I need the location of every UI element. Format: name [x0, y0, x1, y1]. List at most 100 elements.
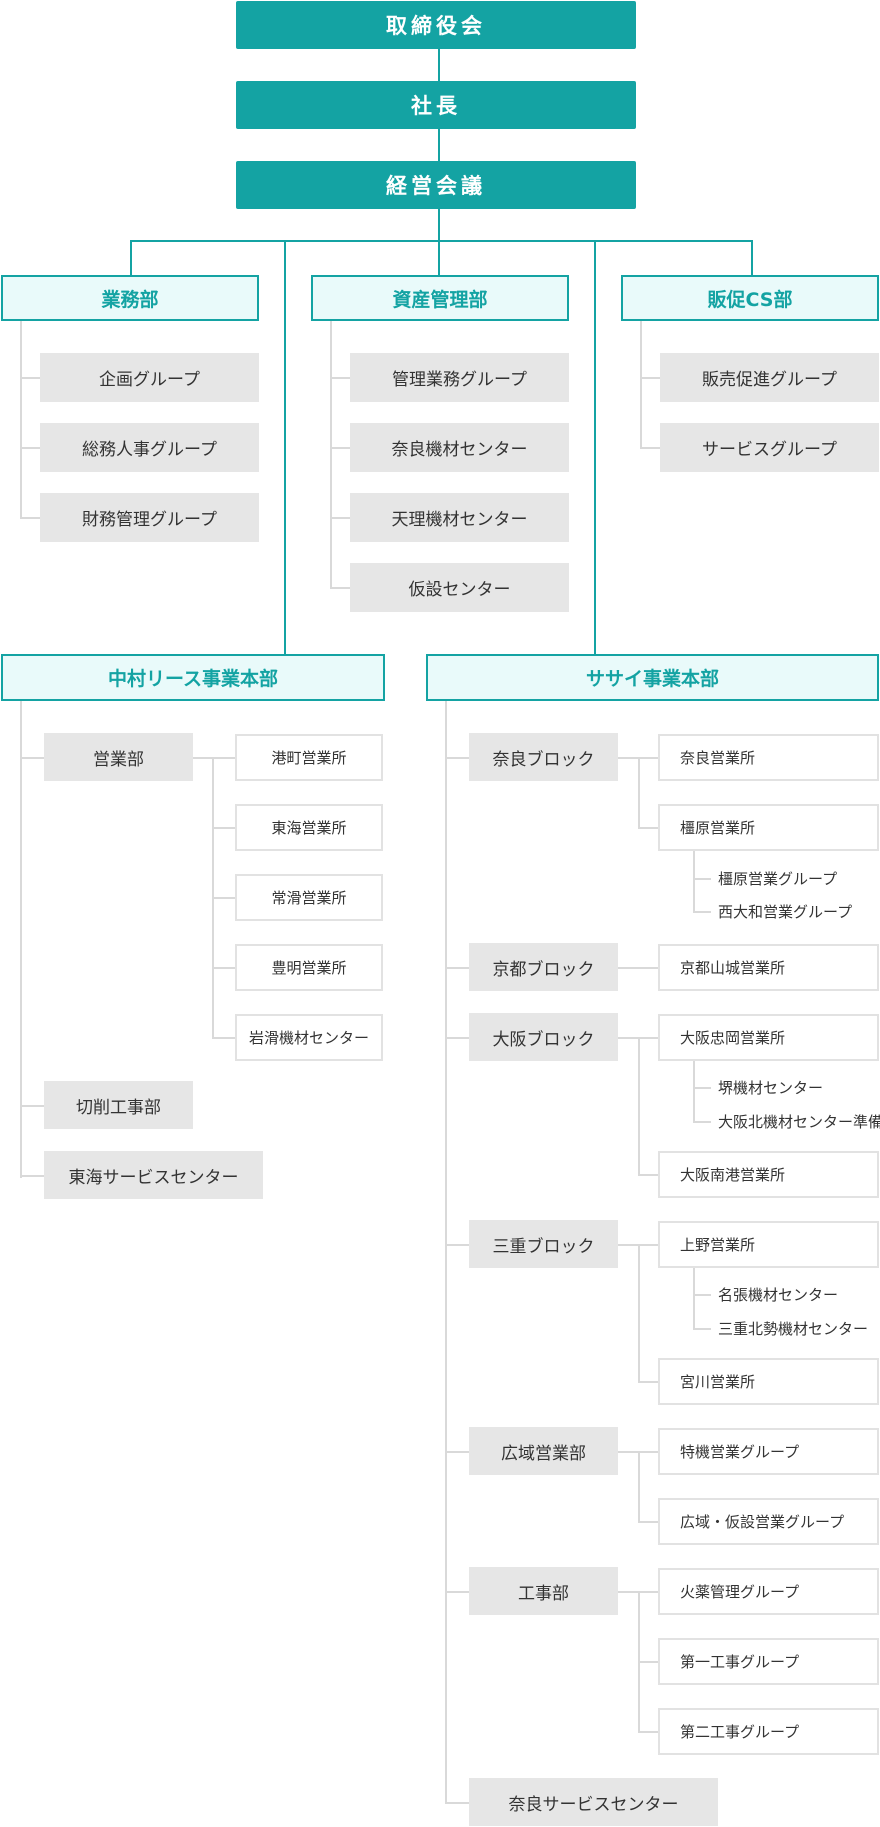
office-box: 豊明営業所: [235, 944, 383, 991]
office-box: 常滑営業所: [235, 874, 383, 921]
connector-gyomu-trunk: [20, 321, 22, 518]
connector-eigyo-branch: [212, 757, 235, 759]
connector-gyomu: [130, 240, 132, 275]
nara-service-box: 奈良サービスセンター: [469, 1778, 718, 1826]
division-nakamura: 中村リース事業本部: [1, 654, 385, 701]
sub-office-label: 三重北勢機材センター: [718, 1320, 869, 1338]
connector-osaka-trunk: [638, 1037, 640, 1175]
sub-office-label: 西大和営業グループ: [718, 903, 853, 921]
connector-shisan-branch: [330, 377, 350, 379]
koiki-box: 広域営業部: [469, 1427, 618, 1475]
connector-sasai-branch: [445, 1802, 469, 1804]
eigyo-box: 営業部: [44, 733, 193, 781]
office-box: 橿原営業所: [658, 804, 879, 851]
connector-ueno-trunk: [693, 1268, 695, 1329]
connector-sasai: [594, 240, 596, 654]
connector-shisan-branch: [330, 447, 350, 449]
connector-sasai-branch: [445, 1037, 469, 1039]
dept-shisan: 資産管理部: [311, 275, 569, 321]
connector-hansoku: [751, 240, 753, 275]
connector-eigyo-branch: [212, 1037, 235, 1039]
group-item: 総務人事グループ: [40, 423, 259, 472]
connector-eigyo-out: [193, 757, 213, 759]
connector-ueno-sub: [693, 1294, 711, 1296]
president-box: 社長: [236, 81, 636, 129]
tokai-service-box: 東海サービスセンター: [44, 1151, 263, 1199]
connector-mie-trunk: [638, 1244, 640, 1382]
connector-hansoku-branch: [640, 447, 660, 449]
connector-osaka-branch: [638, 1174, 658, 1176]
office-box: 奈良営業所: [658, 734, 879, 781]
connector-nara-branch: [638, 827, 658, 829]
block-box: 三重ブロック: [469, 1220, 618, 1268]
office-box: 第二工事グループ: [658, 1708, 879, 1755]
office-box: 第一工事グループ: [658, 1638, 879, 1685]
connector-tadaoka-sub: [693, 1121, 711, 1123]
connector-gyomu-branch: [20, 447, 40, 449]
connector-tadaoka-sub: [693, 1087, 711, 1089]
group-item: 天理機材センター: [350, 493, 569, 542]
connector-koiki-branch: [638, 1521, 658, 1523]
connector-tadaoka-trunk: [693, 1061, 695, 1122]
group-item: 奈良機材センター: [350, 423, 569, 472]
connector-eigyo-branch: [212, 827, 235, 829]
sub-office-label: 堺機材センター: [718, 1079, 824, 1097]
connector-koiki-trunk: [638, 1451, 640, 1522]
office-box: 岩滑機材センター: [235, 1014, 383, 1061]
connector-sasai-branch: [445, 757, 469, 759]
connector-board-president: [438, 49, 440, 81]
connector-ueno-sub: [693, 1328, 711, 1330]
connector-nara-trunk: [638, 757, 640, 828]
koji-box: 工事部: [469, 1567, 618, 1615]
connector-sasai-branch: [445, 1244, 469, 1246]
connector-mie-branch: [638, 1381, 658, 1383]
office-box: 火薬管理グループ: [658, 1568, 879, 1615]
group-item: 財務管理グループ: [40, 493, 259, 542]
office-box: 広域・仮設営業グループ: [658, 1498, 879, 1545]
connector-eigyo-branch: [212, 897, 235, 899]
connector-koji-branch: [638, 1661, 658, 1663]
connector-nakamura-branch: [20, 757, 44, 759]
office-box: 上野営業所: [658, 1221, 879, 1268]
connector-koji-branch: [638, 1731, 658, 1733]
office-box: 宮川営業所: [658, 1358, 879, 1405]
block-box: 京都ブロック: [469, 943, 618, 991]
connector-nakamura: [284, 240, 286, 654]
connector-sasai-branch: [445, 1591, 469, 1593]
connector-sasai-trunk: [445, 701, 447, 1803]
connector-shisan-branch: [330, 587, 350, 589]
office-box: 東海営業所: [235, 804, 383, 851]
connector-hansoku-branch: [640, 377, 660, 379]
connector-kyoto-out: [618, 967, 658, 969]
sub-office-label: 橿原営業グループ: [718, 870, 838, 888]
connector-shisan-trunk: [330, 321, 332, 588]
connector-shisan-branch: [330, 517, 350, 519]
connector-kashihara-sub: [693, 878, 711, 880]
office-box: 大阪忠岡営業所: [658, 1014, 879, 1061]
group-item: サービスグループ: [660, 423, 879, 472]
sub-office-label: 名張機材センター: [718, 1286, 839, 1304]
group-item: 仮設センター: [350, 563, 569, 612]
division-sasai: ササイ事業本部: [426, 654, 879, 701]
setsusaku-box: 切削工事部: [44, 1081, 193, 1129]
connector-president-council: [438, 129, 440, 161]
connector-sasai-branch: [445, 967, 469, 969]
connector-eigyo-branch: [212, 967, 235, 969]
dept-hansoku: 販促CS部: [621, 275, 879, 321]
connector-sasai-branch: [445, 1451, 469, 1453]
connector-hansoku-trunk: [640, 321, 642, 448]
block-box: 大阪ブロック: [469, 1013, 618, 1061]
office-box: 港町営業所: [235, 734, 383, 781]
connector-nakamura-branch: [20, 1175, 44, 1177]
group-item: 管理業務グループ: [350, 353, 569, 402]
sub-office-label: 大阪北機材センター準備室: [718, 1113, 880, 1131]
block-box: 奈良ブロック: [469, 733, 618, 781]
connector-dept-bar: [130, 240, 753, 242]
group-item: 企画グループ: [40, 353, 259, 402]
connector-kashihara-trunk: [693, 851, 695, 912]
group-item: 販売促進グループ: [660, 353, 879, 402]
council-box: 経営会議: [236, 161, 636, 209]
office-box: 大阪南港営業所: [658, 1151, 879, 1198]
connector-kashihara-sub: [693, 911, 711, 913]
